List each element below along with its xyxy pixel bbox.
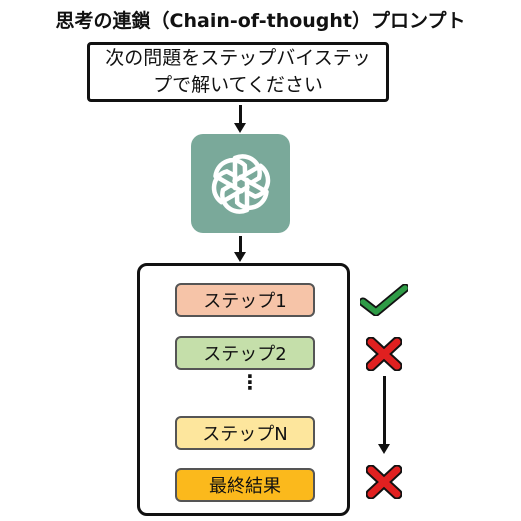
- openai-knot-icon: [211, 153, 270, 214]
- reasoning-steps-box: ステップ1 ステップ2 ⋮ ステップN 最終結果: [137, 263, 350, 516]
- step-2-box: ステップ2: [175, 336, 315, 370]
- cross-icon-final-result: [366, 465, 402, 499]
- prompt-box: 次の問題をステップバイステッ プで解いてください: [87, 42, 389, 102]
- arrow-error-propagation: [383, 376, 386, 446]
- cross-icon-step-2: [366, 337, 402, 371]
- arrow-model-to-steps: [239, 236, 242, 254]
- arrow-head-prompt-to-model: [234, 123, 246, 133]
- step-n-label: ステップN: [202, 424, 288, 445]
- step-1-label: ステップ1: [203, 291, 287, 312]
- arrow-head-error-propagation: [378, 444, 390, 454]
- arrow-head-model-to-steps: [234, 252, 246, 262]
- step-1-box: ステップ1: [175, 283, 315, 317]
- check-icon: [360, 284, 408, 316]
- prompt-text-line-1: 次の問題をステップバイステッ: [105, 47, 371, 69]
- arrow-prompt-to-model: [239, 105, 242, 125]
- step-2-label: ステップ2: [203, 344, 287, 365]
- model-logo: [191, 134, 290, 233]
- final-result-label: 最終結果: [209, 476, 281, 497]
- prompt-text-line-2: プで解いてください: [153, 74, 323, 96]
- diagram-title: 思考の連鎖（Chain-of-thought）プロンプト: [55, 10, 466, 32]
- ellipsis-vertical: ⋮: [240, 370, 260, 394]
- final-result-box: 最終結果: [175, 468, 315, 502]
- step-n-box: ステップN: [175, 416, 315, 450]
